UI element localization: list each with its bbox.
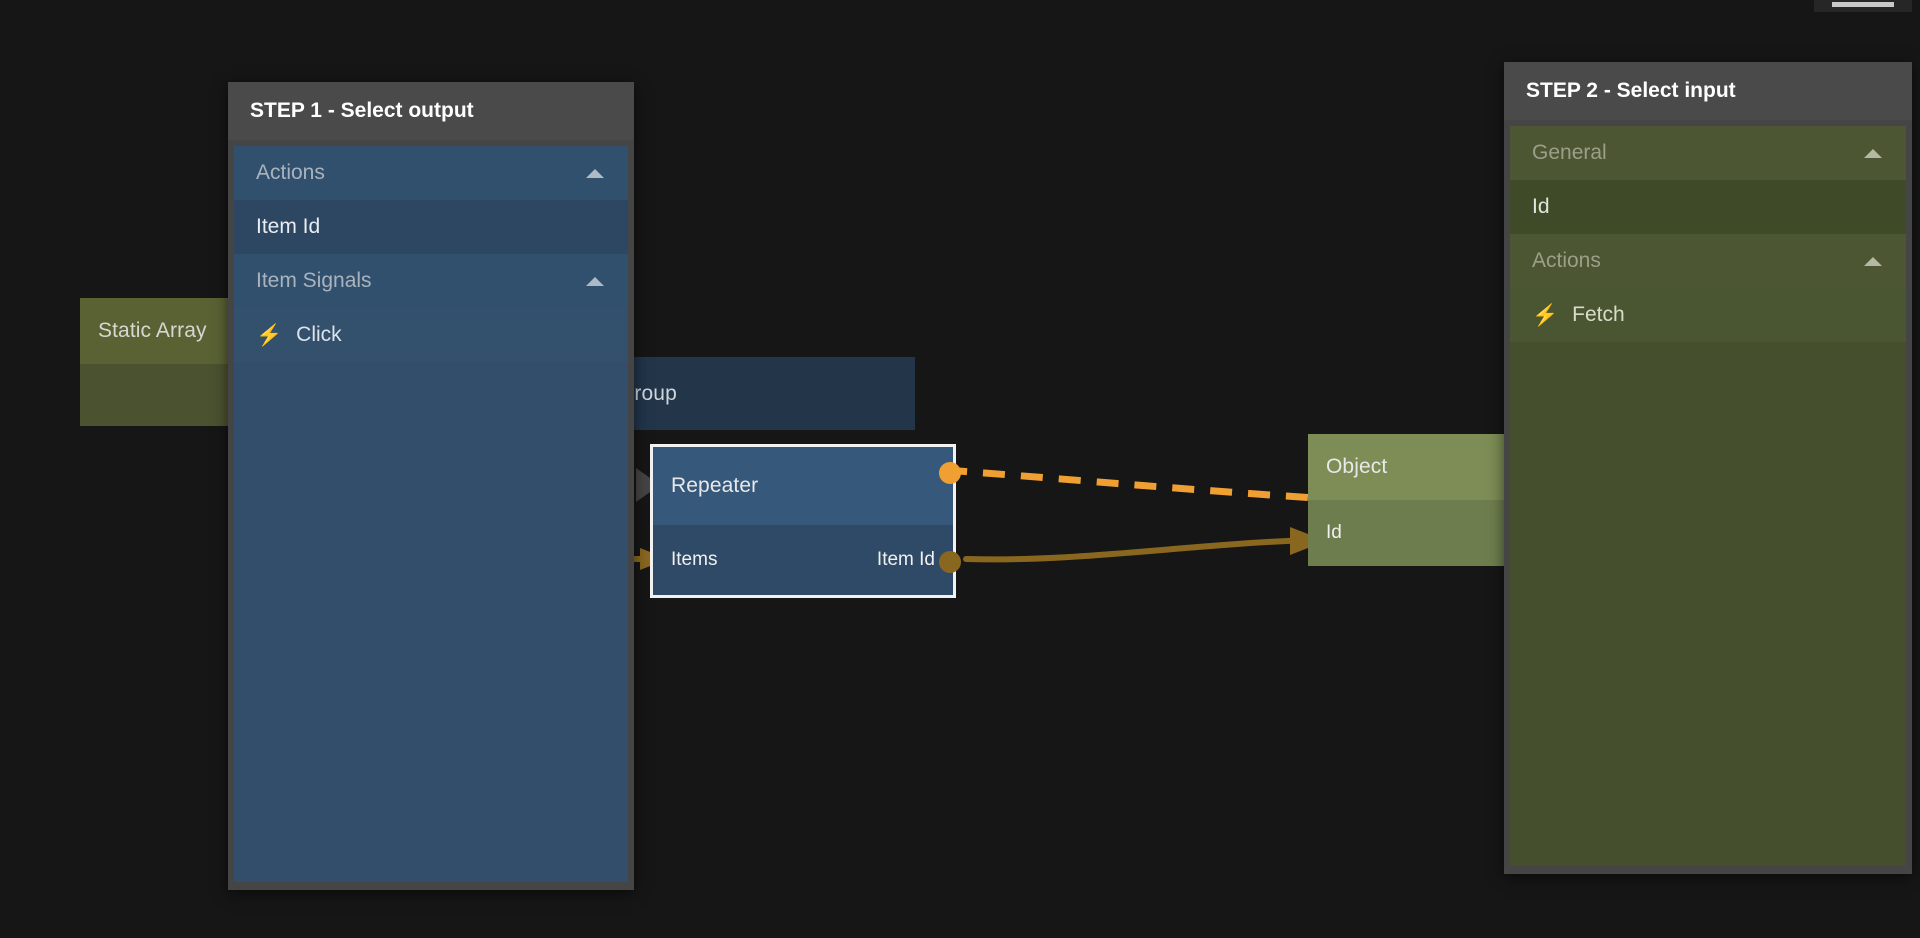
node-repeater-ports: Items Item Id [653, 525, 953, 595]
node-repeater-title: Repeater [653, 447, 953, 525]
picker-step2-row-fetch-label: Fetch [1572, 303, 1625, 326]
picker-step1-row-item-id-label: Item Id [256, 215, 321, 238]
picker-step2-row-fetch[interactable]: ⚡ Fetch [1510, 288, 1906, 342]
chevron-up-icon[interactable] [1864, 256, 1882, 266]
picker-step2-title: STEP 2 - Select input [1504, 62, 1912, 120]
picker-step2-row-actions-label: Actions [1532, 249, 1601, 272]
hamburger-icon [1832, 2, 1894, 7]
repeater-signal-out-port[interactable] [939, 462, 961, 484]
data-wire[interactable] [963, 527, 1326, 563]
node-repeater[interactable]: Repeater Items Item Id [650, 444, 961, 598]
repeater-item-id-out-port[interactable] [939, 551, 961, 573]
picker-panel-step2[interactable]: STEP 2 - Select input General Id Actions [1504, 62, 1912, 874]
chevron-up-icon[interactable] [586, 168, 604, 178]
picker-step1-row-click[interactable]: ⚡ Click [234, 308, 628, 362]
picker-step2-row-id[interactable]: Id [1510, 180, 1906, 234]
picker-step1-row-click-label: Click [296, 323, 342, 346]
picker-step2-row-general-label: General [1532, 141, 1607, 164]
picker-step1-row-actions[interactable]: Actions [234, 146, 628, 200]
lightning-bolt-icon: ⚡ [1532, 303, 1559, 327]
node-repeater-output-label: Item Id [876, 549, 935, 570]
chevron-up-icon[interactable] [1864, 148, 1882, 158]
node-object-id-row: Id [1308, 500, 1506, 566]
picker-step2-row-actions[interactable]: Actions [1510, 234, 1906, 288]
node-object[interactable]: Object Id [1308, 434, 1506, 566]
lightning-bolt-icon: ⚡ [256, 323, 283, 347]
picker-step1-row-item-id[interactable]: Item Id [234, 200, 628, 254]
node-group[interactable]: Group [600, 357, 915, 430]
picker-step1-row-item-signals[interactable]: Item Signals [234, 254, 628, 308]
picker-step1-title: STEP 1 - Select output [228, 82, 634, 140]
picker-panel-step1[interactable]: STEP 1 - Select output Actions Item Id I… [228, 82, 634, 890]
picker-step2-row-general[interactable]: General [1510, 126, 1906, 180]
picker-step1-list[interactable]: Actions Item Id Item Signals ⚡ Click [234, 146, 628, 882]
toolbar-menu-button[interactable] [1814, 0, 1912, 12]
picker-step2-list[interactable]: General Id Actions ⚡ Fetch [1510, 126, 1906, 866]
node-repeater-input-label: Items [671, 549, 718, 570]
picker-step1-row-item-signals-label: Item Signals [256, 269, 372, 292]
node-object-id-label: Id [1326, 522, 1342, 543]
node-group-title: Group [618, 381, 677, 405]
chevron-up-icon[interactable] [586, 276, 604, 286]
picker-step2-row-id-label: Id [1532, 195, 1550, 218]
node-object-title: Object [1308, 434, 1506, 500]
picker-step1-row-actions-label: Actions [256, 161, 325, 184]
